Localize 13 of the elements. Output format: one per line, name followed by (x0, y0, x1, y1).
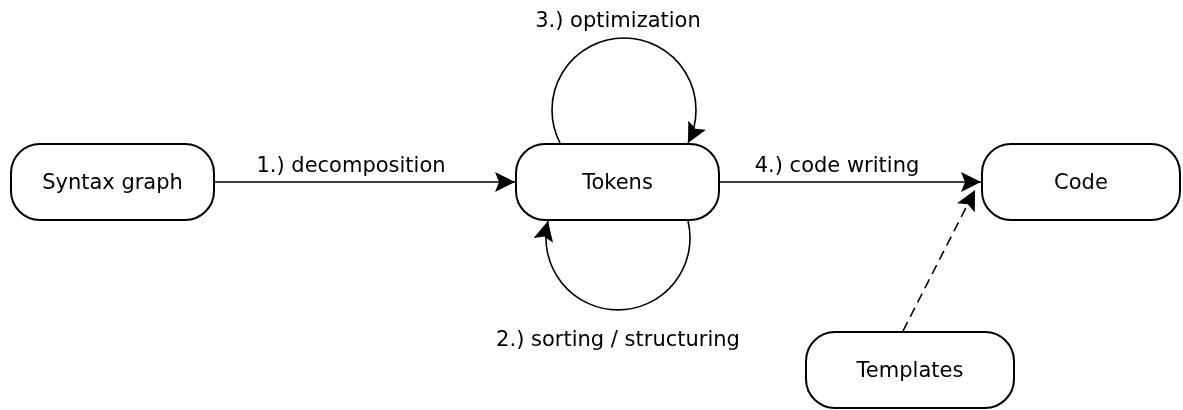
rounded-box (805, 331, 1015, 409)
rounded-box (981, 143, 1181, 221)
rounded-box (515, 143, 720, 221)
node-label: Syntax graph (42, 170, 183, 194)
loop-arrow (551, 37, 706, 144)
node-label: Templates (856, 358, 964, 382)
arrow (214, 172, 516, 192)
arrow (902, 189, 976, 332)
loop-arrow (534, 220, 691, 311)
arrow (719, 172, 982, 192)
node-label: Code (1054, 170, 1108, 194)
node-label: Tokens (582, 170, 653, 194)
rounded-box (10, 143, 215, 221)
